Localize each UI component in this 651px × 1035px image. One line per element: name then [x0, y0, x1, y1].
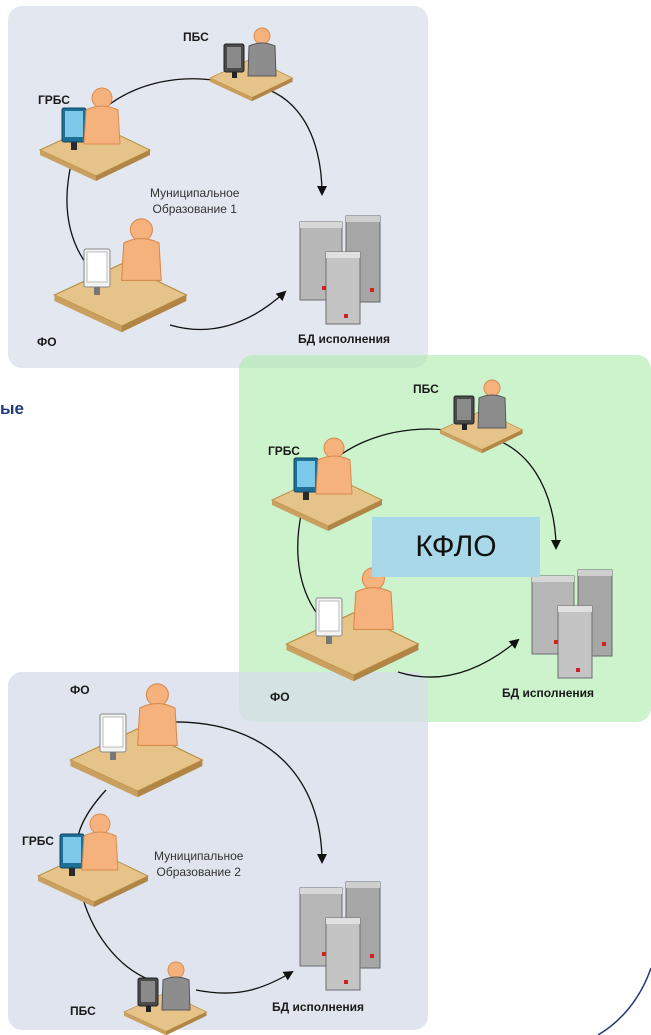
diagram-1-fo-workstation	[53, 218, 187, 333]
kflo-box: КФЛО	[372, 517, 540, 577]
d2-db-label: БД исполнения	[502, 686, 595, 700]
d1-grbs-label: ГРБС	[38, 93, 70, 107]
d1-title-line1: Муниципальное	[150, 186, 240, 200]
diagram-2-db-servers	[531, 569, 613, 679]
d3-pbs-label: ПБС	[70, 1004, 96, 1018]
d2-pbs-label: ПБС	[413, 382, 439, 396]
d1-title-line2: Образование 1	[152, 202, 237, 216]
d2-fo-label: ФО	[270, 690, 290, 704]
d3-db-label: БД исполнения	[272, 1000, 365, 1014]
diagram-1-pbs-workstation	[209, 27, 293, 102]
diagram-2-pbs-workstation	[439, 379, 523, 454]
d3-municipality-title: Муниципальное Образование 2	[154, 848, 243, 880]
d3-title-line1: Муниципальное	[154, 849, 244, 863]
diagram-3-db-servers	[299, 881, 381, 991]
d1-municipality-title: Муниципальное Образование 1	[150, 185, 239, 217]
d2-grbs-label: ГРБС	[268, 444, 300, 458]
decorative-arc	[597, 967, 651, 1035]
d3-grbs-label: ГРБС	[22, 834, 54, 848]
d3-fo-label: ФО	[70, 683, 90, 697]
d1-db-label: БД исполнения	[298, 332, 391, 346]
diagram-3-fo-workstation	[69, 683, 203, 798]
d1-fo-label: ФО	[37, 335, 57, 349]
d1-pbs-label: ПБС	[183, 30, 209, 44]
diagram-2-fo-workstation	[285, 567, 419, 682]
diagram-1-db-servers	[299, 215, 381, 325]
diagram-3-grbs-workstation	[37, 813, 149, 908]
d3-title-line2: Образование 2	[156, 865, 241, 879]
side-text-fragment: ые	[0, 399, 24, 418]
